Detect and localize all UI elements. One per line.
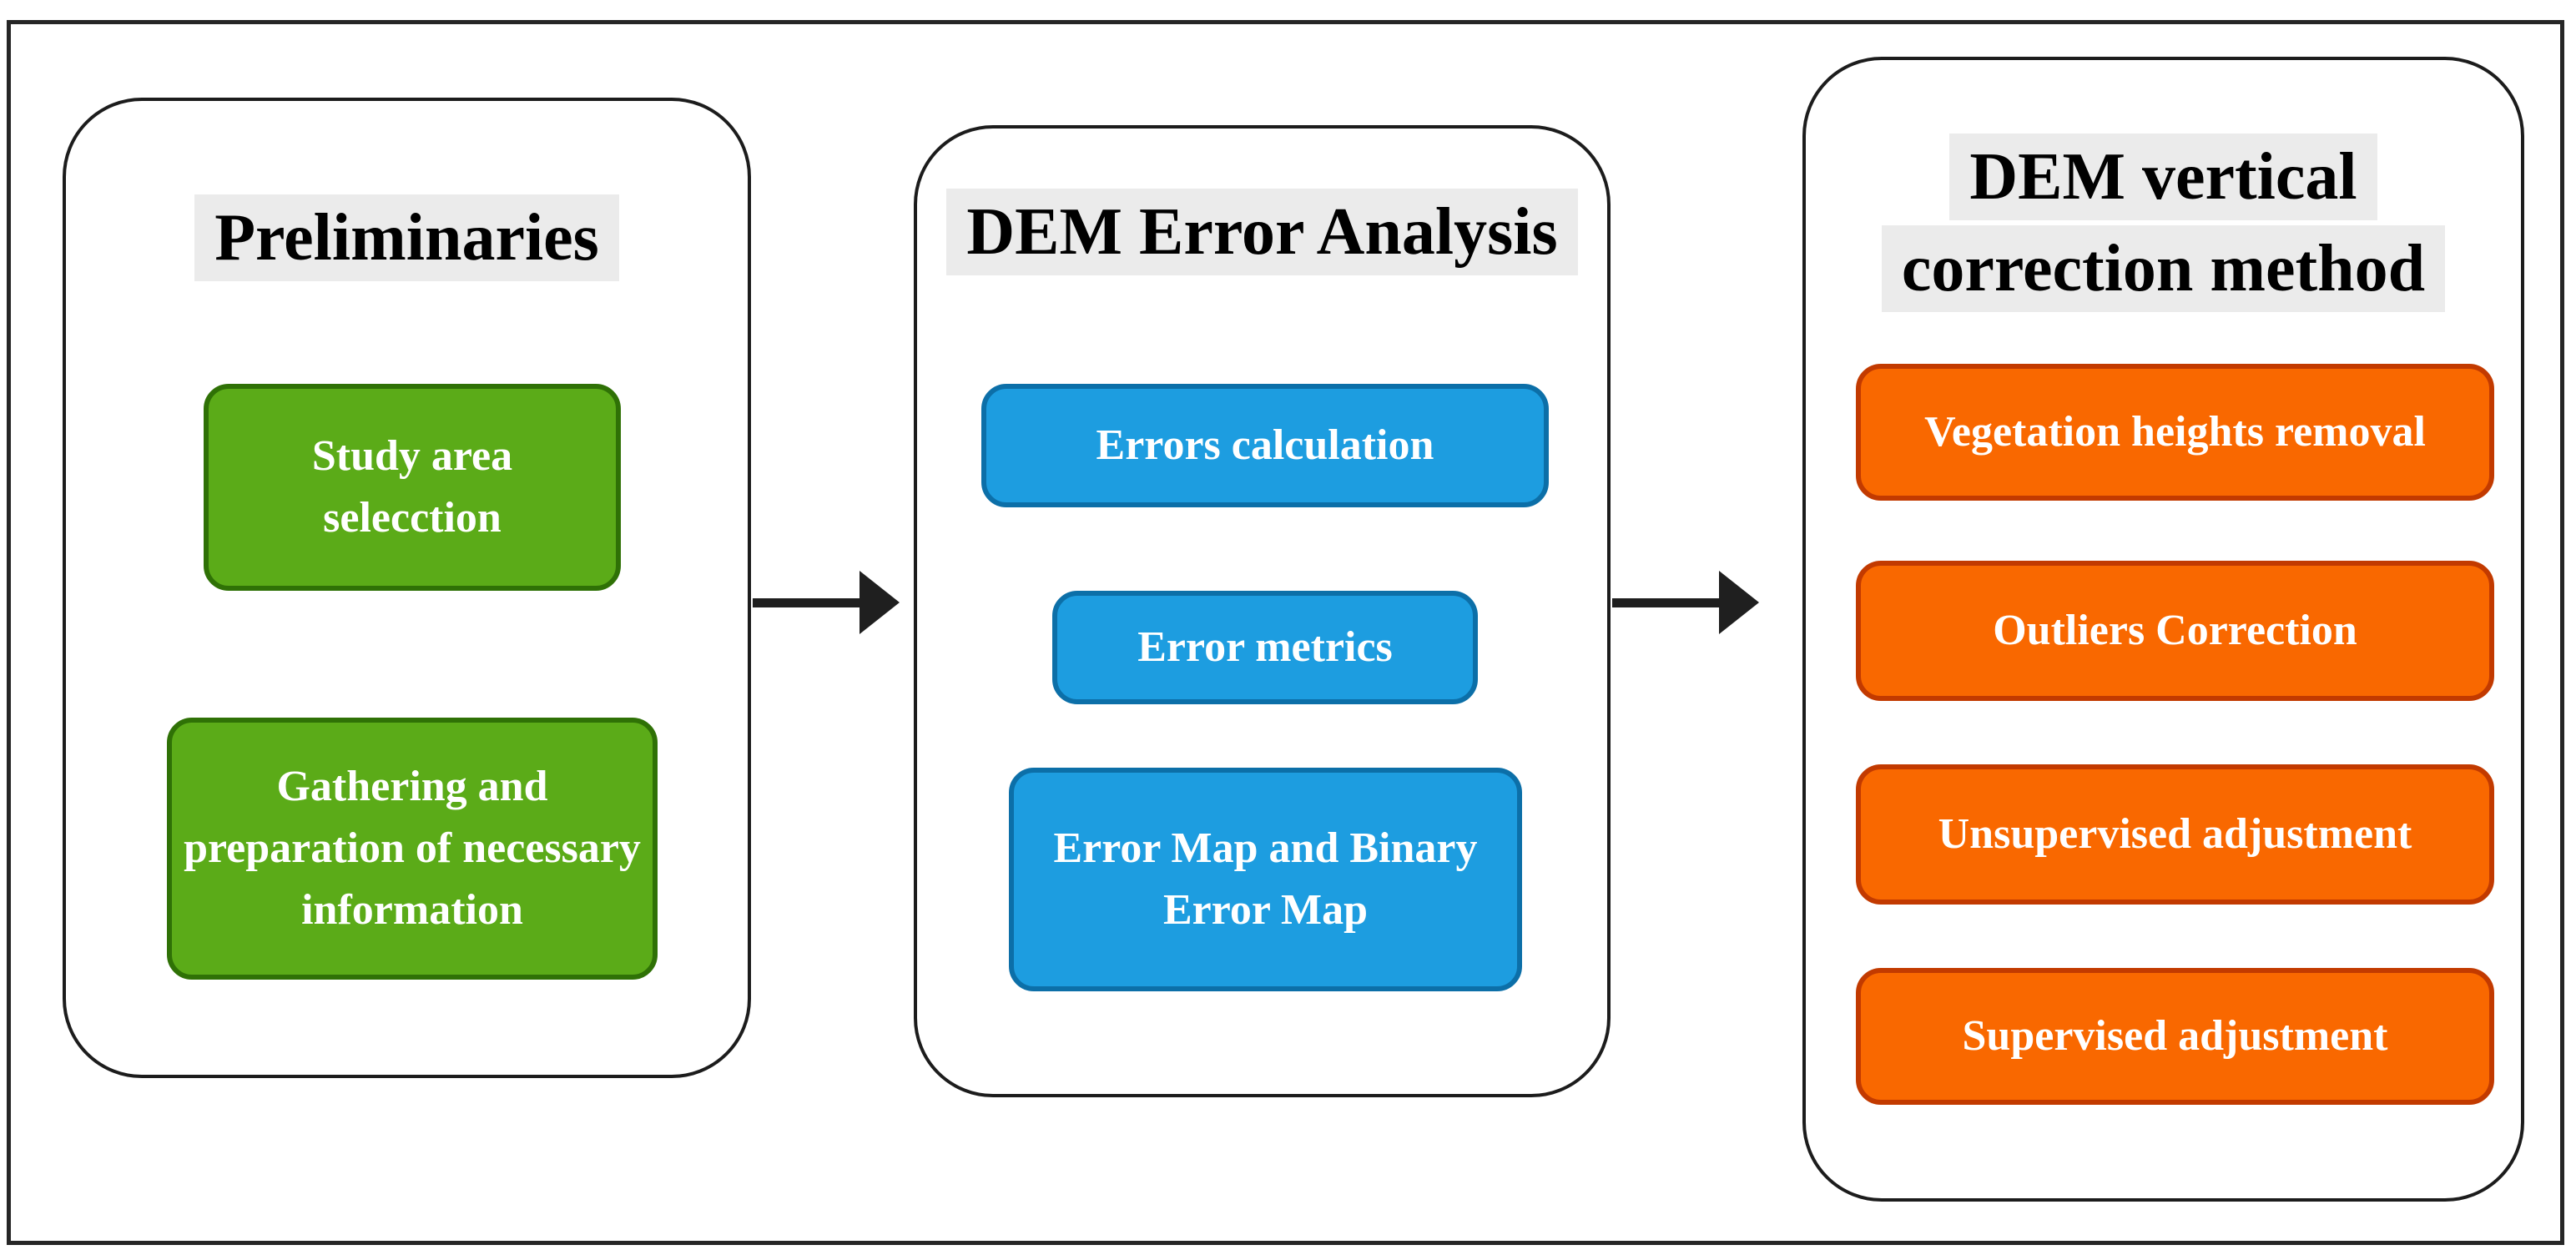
panel-dem-error-analysis: DEM Error Analysis Errors calculation Er… (914, 125, 1611, 1097)
box-label: Outliers Correction (1993, 607, 2357, 655)
panel-preliminaries-title: Preliminaries (66, 194, 748, 286)
title-line: Preliminaries (66, 194, 748, 281)
panel-dem-error-analysis-title: DEM Error Analysis (917, 189, 1607, 280)
box-supervised-adjustment: Supervised adjustment (1856, 968, 2494, 1105)
box-label: Gathering and preparation of necessary i… (184, 763, 641, 934)
panel-title-text: DEM Error Analysis (946, 189, 1578, 275)
panel-title-text: Preliminaries (194, 194, 619, 281)
arrow-head-icon (860, 571, 900, 634)
box-error-map-binary: Error Map and Binary Error Map (1009, 768, 1522, 991)
title-line: DEM Error Analysis (917, 189, 1607, 275)
box-label: Study area selecction (311, 432, 513, 542)
box-label: Vegetation heights removal (1924, 408, 2426, 456)
title-line: correction method (1806, 225, 2521, 312)
box-error-metrics: Error metrics (1052, 591, 1478, 704)
box-label: Unsupervised adjustment (1938, 810, 2412, 859)
arrow-shaft (753, 598, 865, 607)
arrow-shaft (1612, 598, 1725, 607)
box-unsupervised-adjustment: Unsupervised adjustment (1856, 764, 2494, 905)
panel-dem-vertical-correction: DEM vertical correction method Vegetatio… (1802, 57, 2524, 1202)
box-study-area-selection: Study area selecction (204, 384, 621, 591)
box-gathering-preparation: Gathering and preparation of necessary i… (167, 718, 658, 980)
box-label: Error metrics (1137, 623, 1393, 672)
outer-border (7, 20, 2564, 1245)
box-label: Error Map and Binary Error Map (1053, 824, 1478, 934)
panel-title-text: DEM vertical (1949, 134, 2377, 220)
box-vegetation-heights-removal: Vegetation heights removal (1856, 364, 2494, 501)
title-line: DEM vertical (1806, 134, 2521, 220)
box-label: Errors calculation (1096, 421, 1434, 470)
arrow-head-icon (1719, 571, 1759, 634)
panel-title-text: correction method (1881, 225, 2446, 312)
panel-dem-vertical-correction-title: DEM vertical correction method (1806, 134, 2521, 317)
box-label: Supervised adjustment (1962, 1012, 2388, 1061)
box-outliers-correction: Outliers Correction (1856, 561, 2494, 701)
panel-preliminaries: Preliminaries Study area selecction Gath… (63, 98, 751, 1078)
box-errors-calculation: Errors calculation (981, 384, 1549, 507)
